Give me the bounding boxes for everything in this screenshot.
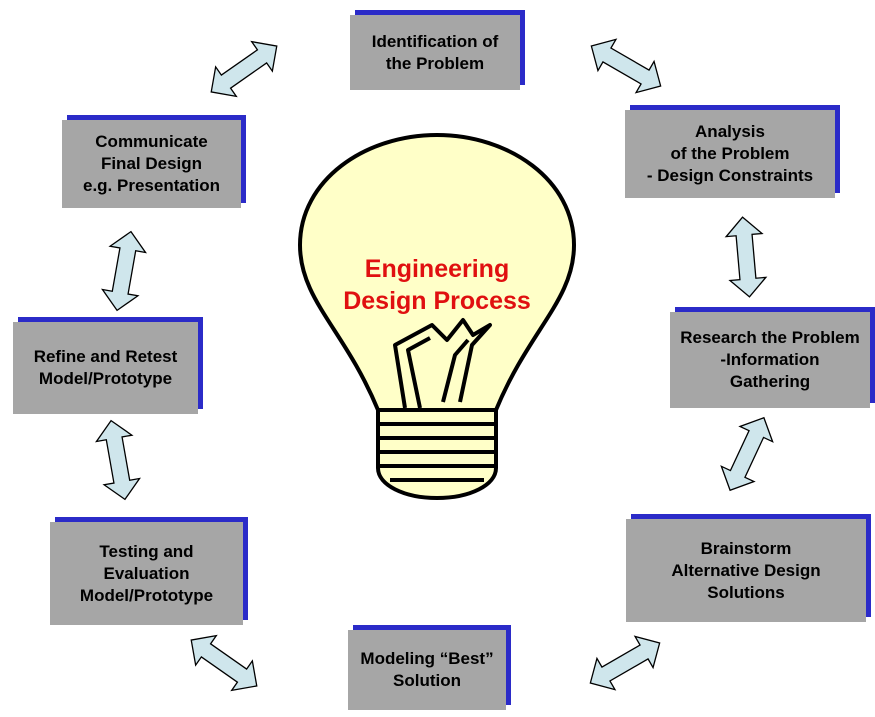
double-arrow-icon	[723, 214, 769, 300]
step-analysis: Analysis of the Problem - Design Constra…	[625, 110, 835, 198]
step-refine: Refine and Retest Model/Prototype	[13, 322, 198, 414]
double-arrow-icon	[98, 227, 150, 315]
double-arrow-icon	[92, 416, 144, 504]
center-title: Engineering Design Process	[343, 255, 531, 315]
step-communicate: Communicate Final Design e.g. Presentati…	[62, 120, 241, 208]
double-arrow-icon	[580, 626, 670, 700]
step-modeling: Modeling “Best” Solution	[348, 630, 506, 710]
step-brainstorm: Brainstorm Alternative Design Solutions	[626, 519, 866, 622]
double-arrow-icon	[581, 29, 671, 103]
step-research: Research the Problem -Information Gather…	[670, 312, 870, 408]
step-testing: Testing and Evaluation Model/Prototype	[50, 522, 243, 625]
double-arrow-icon	[180, 624, 268, 702]
double-arrow-icon	[200, 30, 288, 108]
light-bulb-icon	[298, 133, 576, 500]
double-arrow-icon	[713, 409, 781, 499]
step-identification: Identification of the Problem	[350, 15, 520, 90]
